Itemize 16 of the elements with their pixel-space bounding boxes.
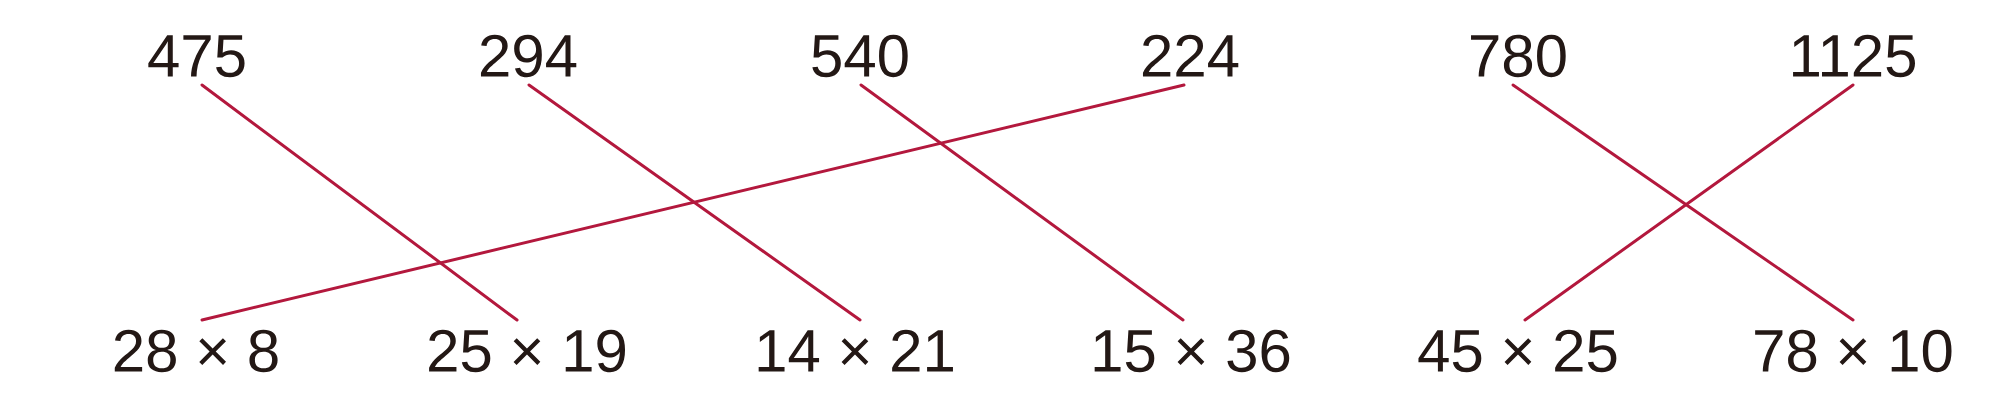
multiplication-expression: 14 × 21: [758, 329, 953, 372]
product-number: 294: [480, 34, 577, 78]
multiplication-expression: 15 × 36: [1094, 329, 1290, 373]
product-number: 475: [148, 35, 245, 78]
matching-line: [200, 83, 519, 322]
multiplication-expression: 78 × 10: [1755, 329, 1952, 373]
multiplication-expression: 28 × 8: [114, 329, 278, 373]
product-number: 780: [1471, 34, 1566, 78]
matching-line: [200, 83, 1186, 322]
matching-line: [859, 83, 1185, 322]
multiplication-expression: 45 × 25: [1418, 329, 1617, 373]
matching-line: [527, 83, 862, 322]
product-number: 224: [1142, 34, 1239, 77]
product-number: 1125: [1793, 34, 1915, 78]
product-number: 540: [812, 34, 908, 78]
multiplication-expression: 25 × 19: [429, 329, 625, 373]
